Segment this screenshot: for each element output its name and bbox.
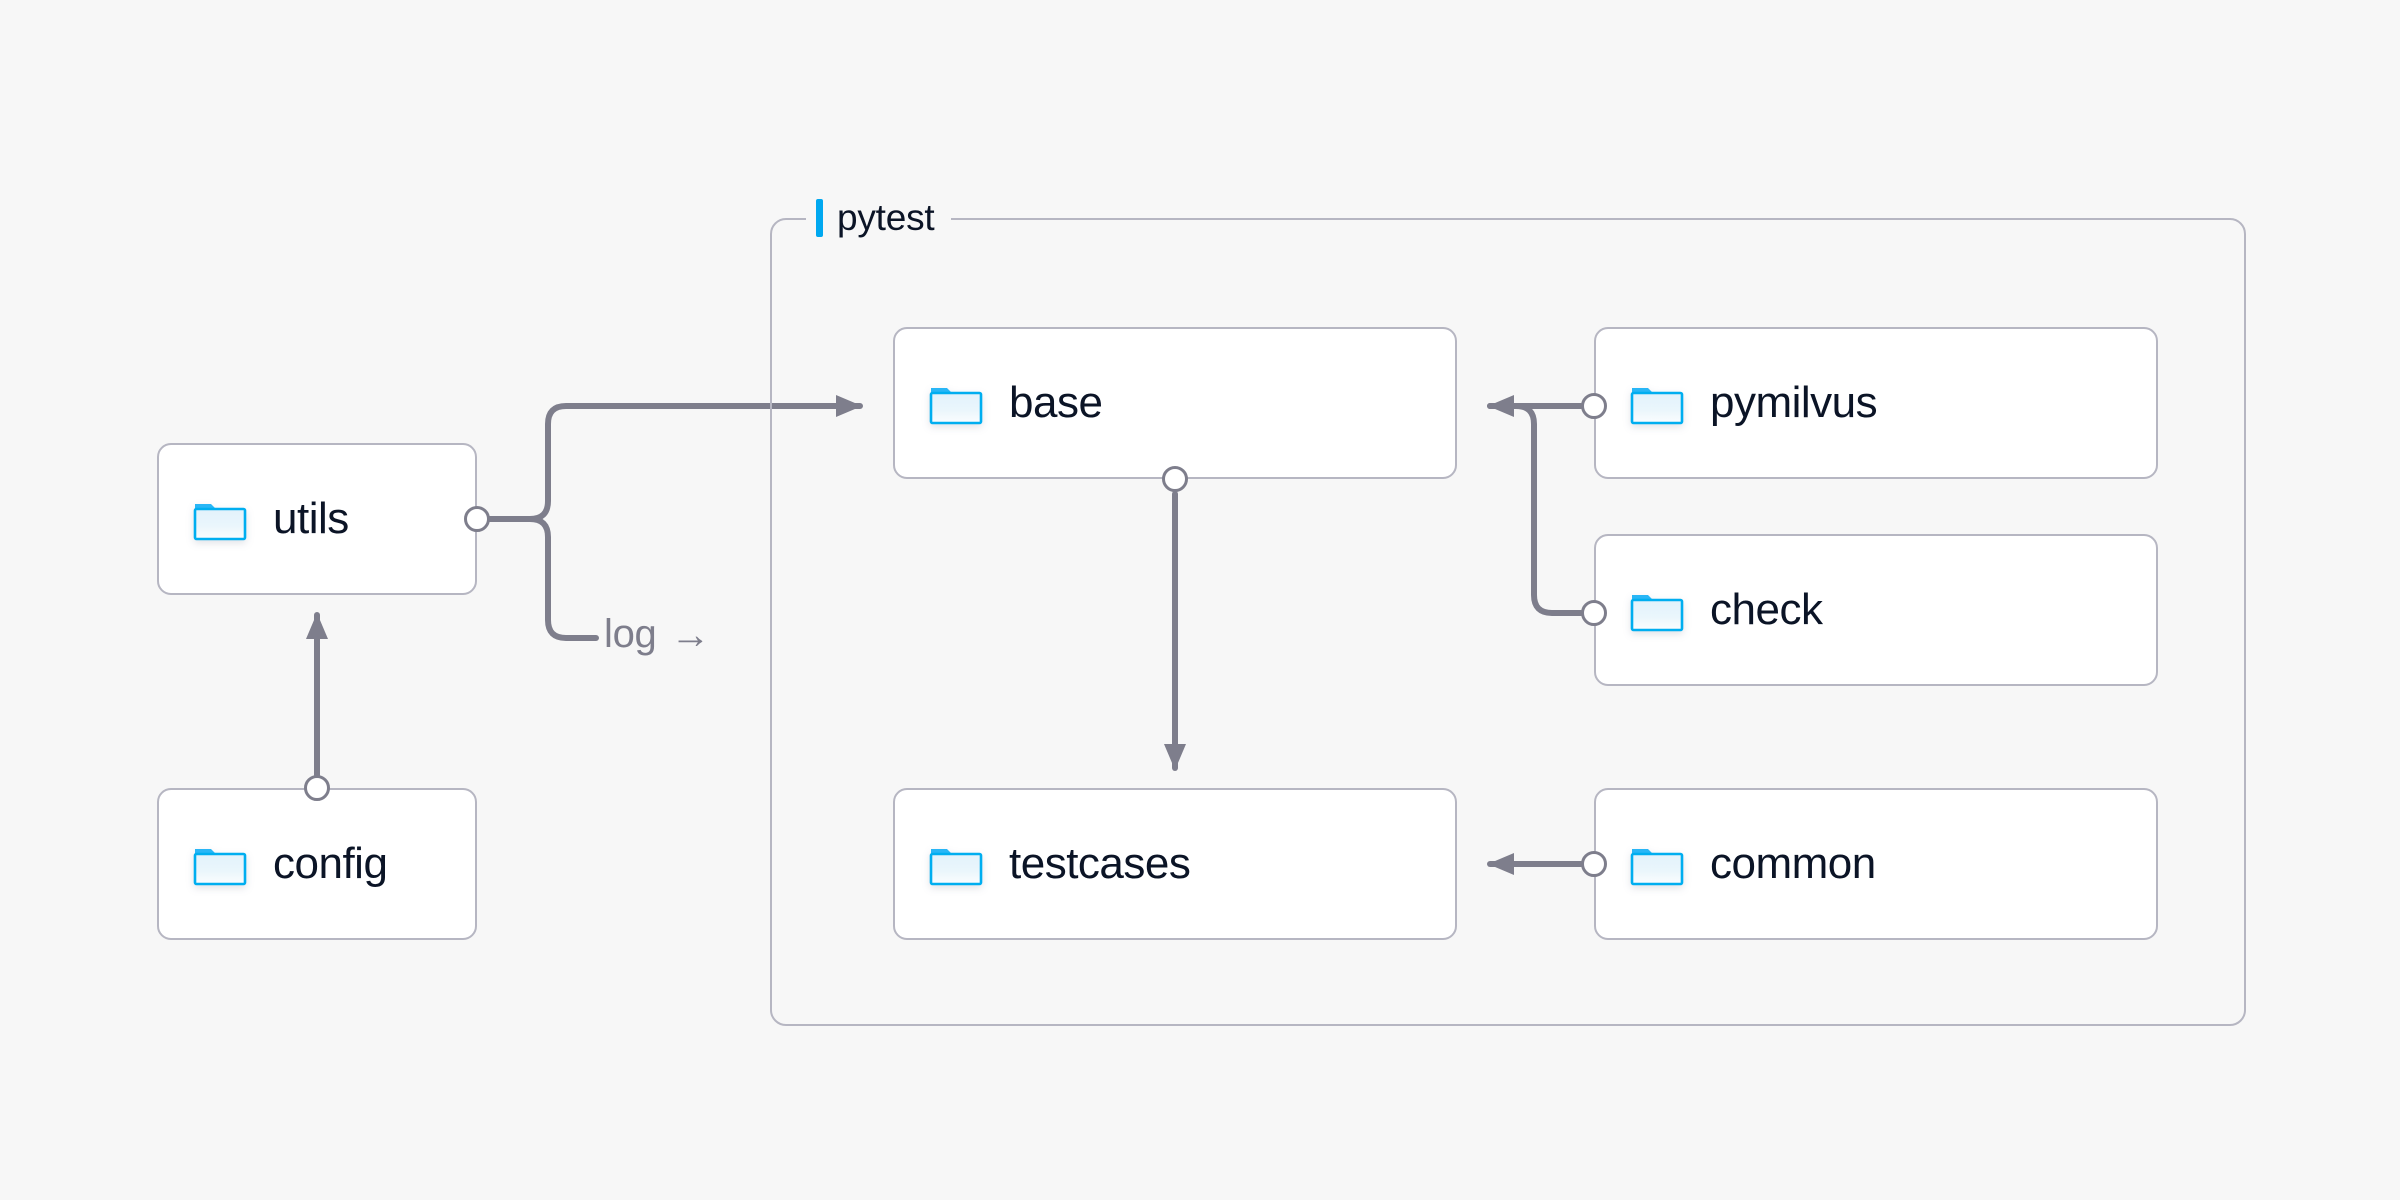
folder-icon — [1630, 388, 1684, 425]
port-pymilvus-left[interactable] — [1581, 393, 1607, 419]
node-utils[interactable]: utils — [157, 443, 477, 595]
node-label-pymilvus: pymilvus — [1710, 378, 1878, 427]
node-label-testcases: testcases — [1009, 839, 1191, 888]
node-label-utils: utils — [273, 494, 349, 543]
node-base[interactable]: base — [893, 327, 1457, 479]
node-label-base: base — [1009, 378, 1103, 427]
port-check-left[interactable] — [1581, 600, 1607, 626]
node-pymilvus[interactable]: pymilvus — [1594, 327, 2158, 479]
pytest-group-container[interactable] — [770, 218, 2246, 1026]
port-base-bottom[interactable] — [1162, 466, 1188, 492]
folder-icon — [1630, 849, 1684, 886]
folder-icon — [1630, 595, 1684, 632]
group-title: pytest — [837, 197, 935, 238]
pytest-group-label: pytest — [806, 195, 951, 241]
accent-bar-icon — [816, 199, 823, 237]
node-label-config: config — [273, 839, 388, 888]
node-check[interactable]: check — [1594, 534, 2158, 686]
port-common-left[interactable] — [1581, 851, 1607, 877]
node-label-check: check — [1710, 585, 1823, 634]
folder-icon — [193, 504, 247, 541]
node-label-common: common — [1710, 839, 1876, 888]
folder-icon — [193, 849, 247, 886]
node-testcases[interactable]: testcases — [893, 788, 1457, 940]
port-utils-right[interactable] — [464, 506, 490, 532]
folder-icon — [929, 849, 983, 886]
folder-icon — [929, 388, 983, 425]
node-common[interactable]: common — [1594, 788, 2158, 940]
node-config[interactable]: config — [157, 788, 477, 940]
arrow-right-icon: → — [670, 612, 711, 657]
port-config-top[interactable] — [304, 775, 330, 801]
edge-label-log: log → — [604, 612, 710, 657]
edge-utils-to-log — [527, 516, 599, 641]
edge-label-log-text: log — [604, 612, 657, 656]
